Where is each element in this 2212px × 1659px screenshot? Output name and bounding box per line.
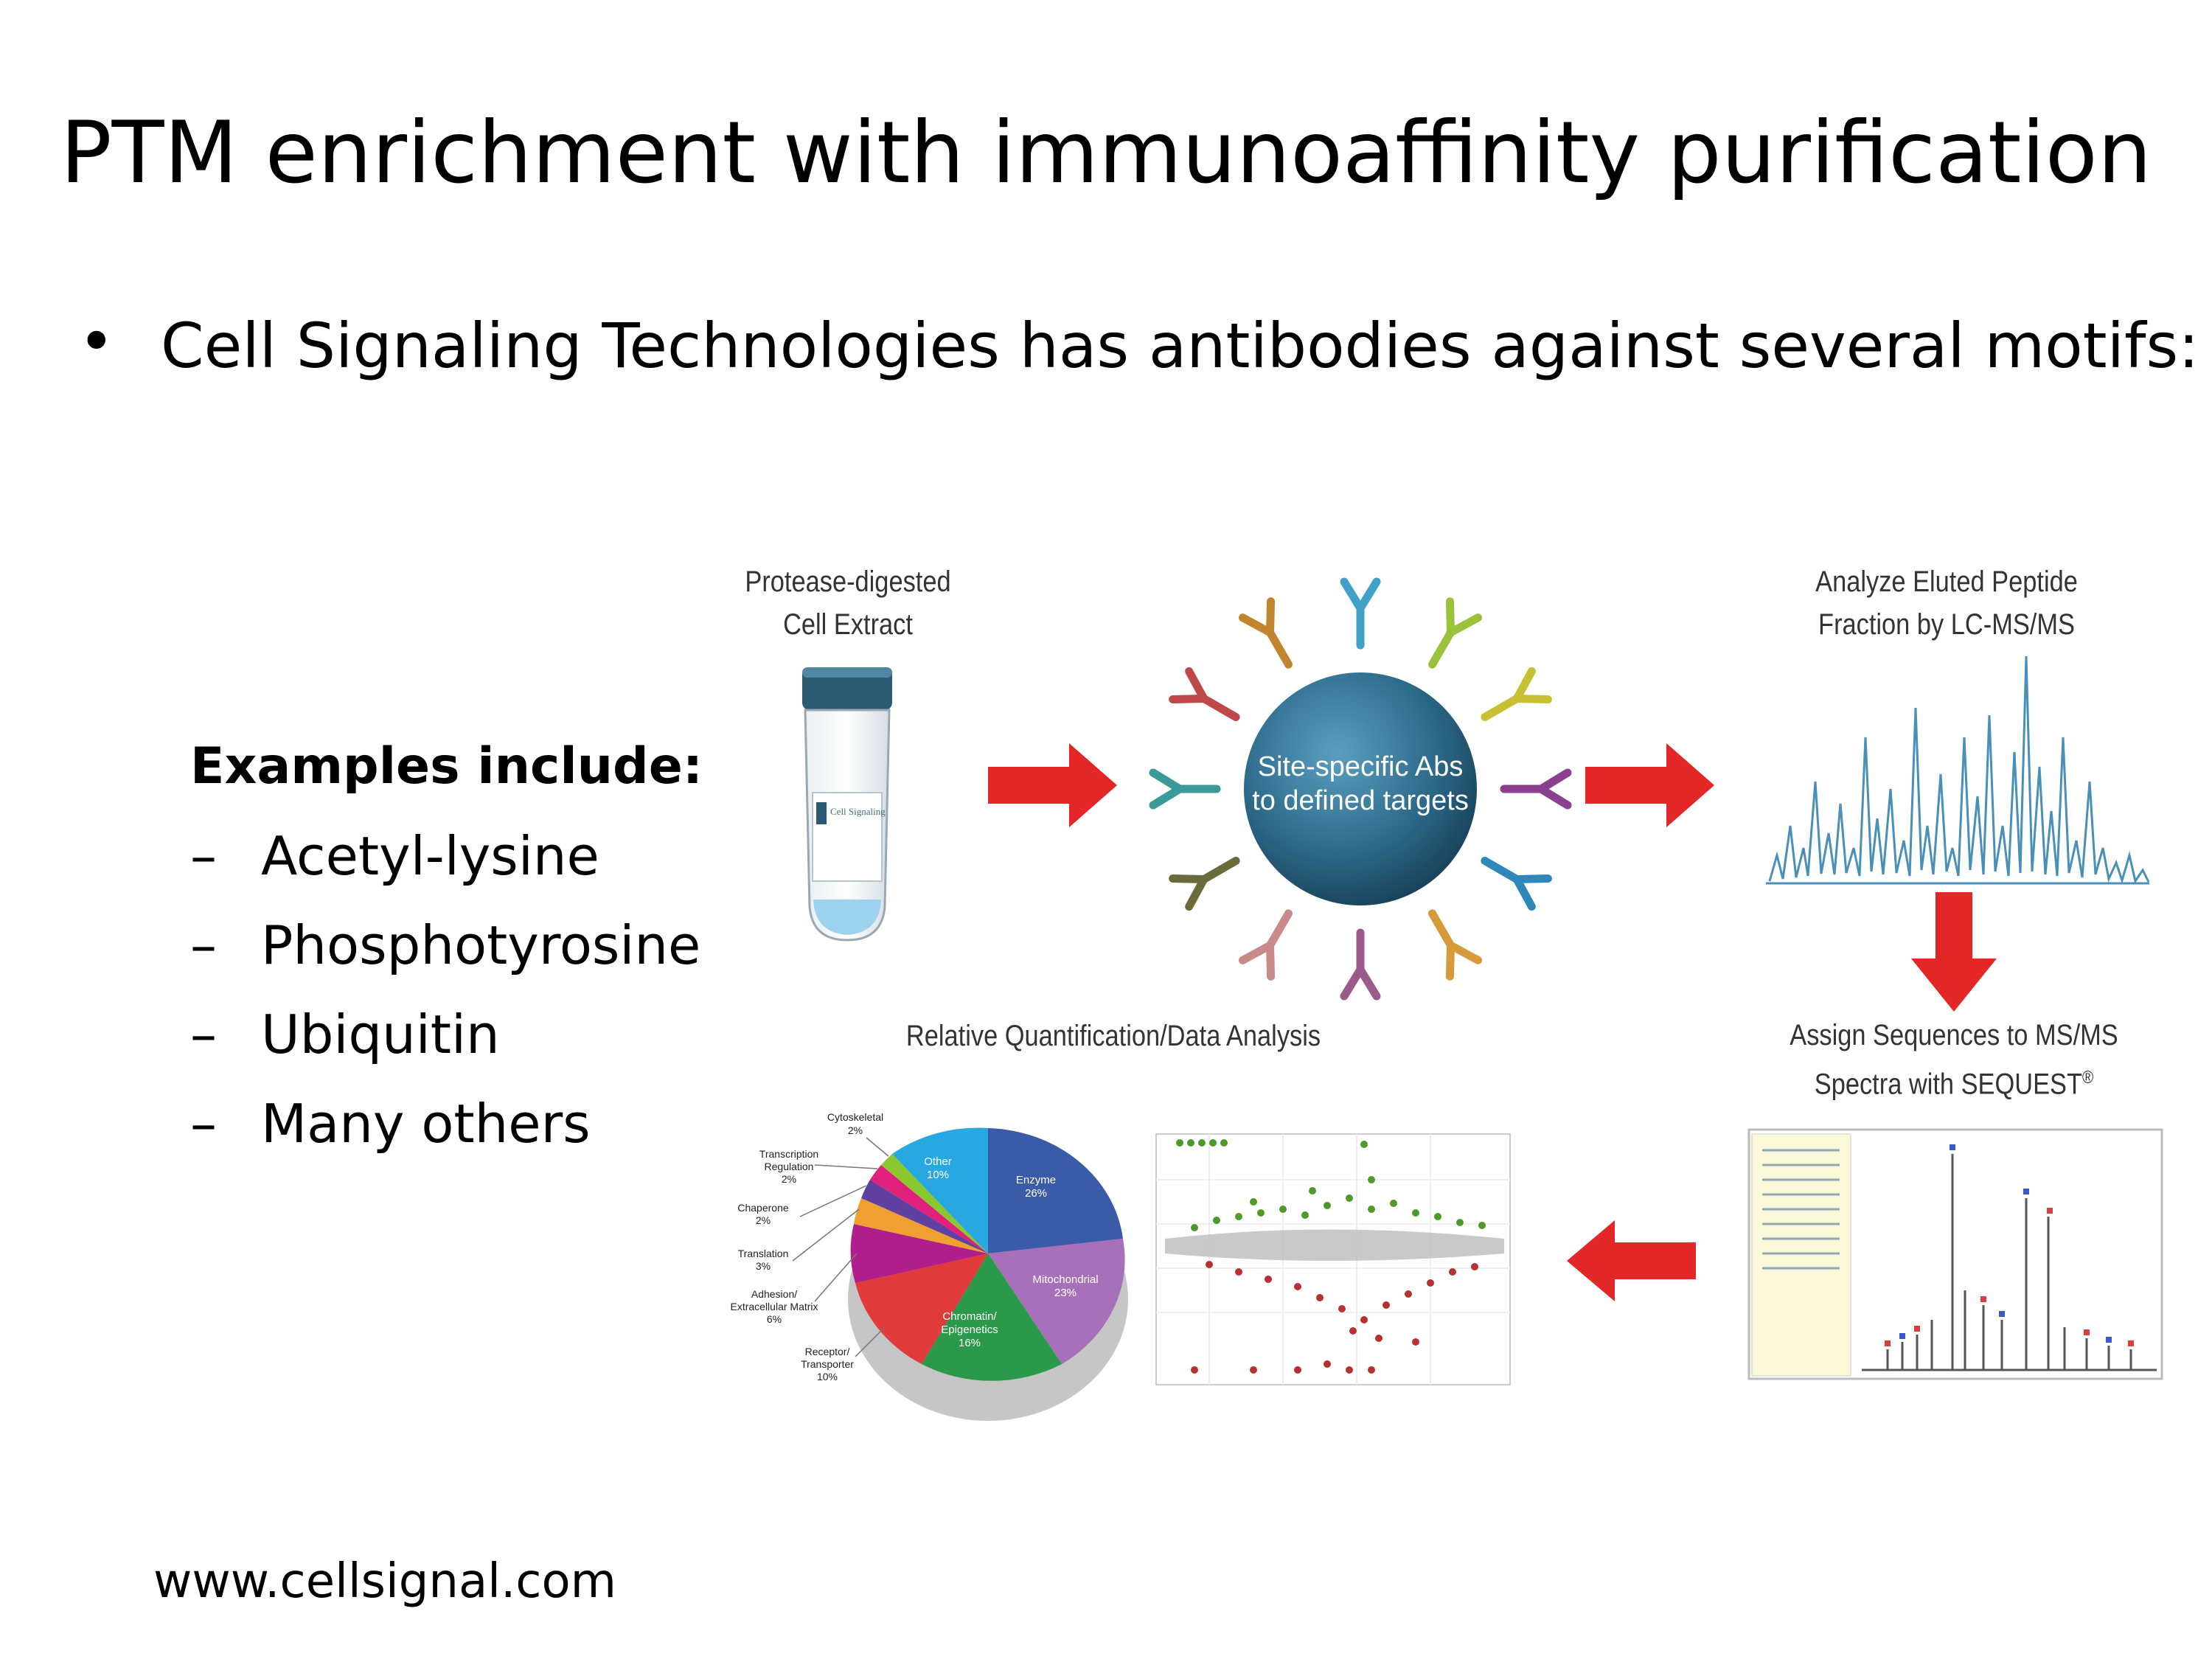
svg-text:3%: 3% bbox=[756, 1260, 771, 1272]
svg-text:Transporter: Transporter bbox=[801, 1358, 854, 1370]
svg-text:2%: 2% bbox=[848, 1124, 863, 1136]
svg-text:Cytoskeletal: Cytoskeletal bbox=[827, 1111, 883, 1123]
source-url: www.cellsignal.com bbox=[153, 1554, 616, 1609]
svg-text:to defined targets: to defined targets bbox=[1252, 785, 1469, 816]
svg-text:Extracellular Matrix: Extracellular Matrix bbox=[730, 1301, 818, 1312]
svg-text:Epigenetics: Epigenetics bbox=[941, 1324, 998, 1336]
slide-title: PTM enrichment with immunoaffinity purif… bbox=[60, 103, 2152, 203]
left-arrow-icon bbox=[1567, 1220, 1696, 1301]
svg-text:16%: 16% bbox=[959, 1337, 981, 1349]
svg-text:Regulation: Regulation bbox=[765, 1161, 814, 1172]
svg-text:Cell Signaling: Cell Signaling bbox=[830, 806, 886, 817]
sequest-spectra-panel bbox=[1747, 1128, 2163, 1380]
antibody-sphere-icon: Site-specific Abs to defined targets bbox=[1244, 672, 1477, 905]
list-item: –Ubiquitin bbox=[190, 1004, 500, 1065]
svg-text:26%: 26% bbox=[1025, 1187, 1047, 1200]
svg-text:2%: 2% bbox=[756, 1214, 771, 1226]
svg-text:Mitochondrial: Mitochondrial bbox=[1032, 1273, 1098, 1286]
step5-caption: Relative Quantification/Data Analysis bbox=[905, 1020, 1321, 1052]
bullet-marker: • bbox=[78, 305, 115, 378]
svg-text:23%: 23% bbox=[1054, 1287, 1077, 1299]
bullet-text: Cell Signaling Technologies has antibodi… bbox=[161, 310, 2199, 382]
examples-list: Examples include: –Acetyl-lysine –Phosph… bbox=[190, 737, 703, 1182]
svg-text:Chromatin/: Chromatin/ bbox=[942, 1310, 997, 1323]
svg-text:Translation: Translation bbox=[738, 1248, 789, 1259]
svg-text:Site-specific Abs: Site-specific Abs bbox=[1258, 751, 1464, 782]
pie-chart-icon: Cytoskeletal 2% Transcription Regulation… bbox=[730, 1111, 1128, 1421]
down-arrow-icon bbox=[1911, 892, 1997, 1012]
antibody-ring bbox=[1149, 577, 1572, 1001]
svg-text:10%: 10% bbox=[817, 1371, 838, 1382]
svg-text:2%: 2% bbox=[782, 1173, 796, 1185]
list-item: –Many others bbox=[190, 1093, 591, 1155]
list-item: –Acetyl-lysine bbox=[190, 825, 599, 887]
examples-heading: Examples include: bbox=[190, 737, 703, 796]
svg-text:6%: 6% bbox=[767, 1313, 782, 1325]
svg-text:Adhesion/: Adhesion/ bbox=[751, 1288, 797, 1300]
right-arrow-icon bbox=[988, 743, 1117, 827]
list-item: –Phosphotyrosine bbox=[190, 914, 701, 976]
svg-text:10%: 10% bbox=[927, 1169, 949, 1181]
sample-vial-icon: Cell Signaling bbox=[802, 667, 892, 942]
svg-text:Other: Other bbox=[924, 1155, 952, 1168]
svg-text:Transcription: Transcription bbox=[759, 1148, 818, 1160]
svg-text:Chaperone: Chaperone bbox=[737, 1202, 788, 1214]
right-arrow-icon bbox=[1585, 743, 1714, 827]
scatter-plot-icon bbox=[1155, 1133, 1511, 1385]
lcms-spectrum-icon bbox=[1766, 655, 2150, 885]
svg-text:Receptor/: Receptor/ bbox=[805, 1346, 850, 1357]
svg-text:Enzyme: Enzyme bbox=[1016, 1174, 1056, 1186]
